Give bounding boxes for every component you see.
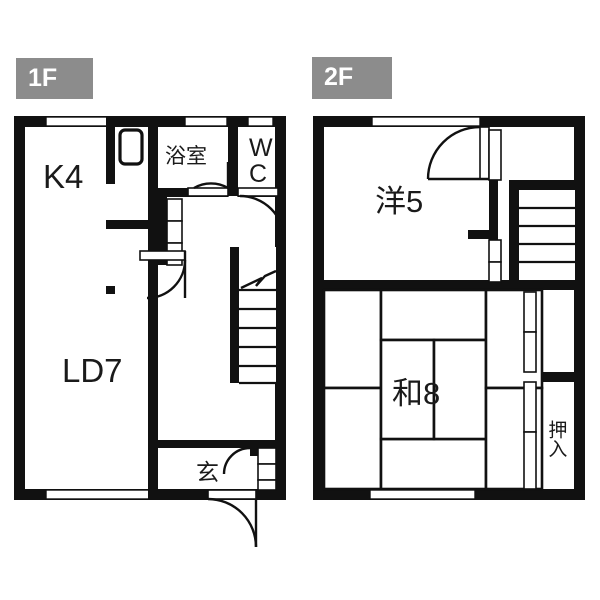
- room-label-yo5: 洋5: [375, 184, 424, 219]
- 2f-staircase: [519, 190, 575, 280]
- room-label-bath: 浴室: [165, 145, 207, 168]
- door-ld7[interactable]: [139, 250, 187, 300]
- 1f-sink-fixture: [118, 128, 144, 166]
- door-genkan-inner[interactable]: [222, 446, 251, 475]
- floor-badge-1f-text: 1F: [28, 64, 58, 92]
- floor-badge-2f-text: 2F: [324, 63, 354, 91]
- door-bath[interactable]: [187, 162, 230, 197]
- room-label-genkan: 玄: [196, 459, 219, 485]
- door-entrance[interactable]: [207, 489, 258, 548]
- floor-badge-1f: 1F: [16, 58, 93, 99]
- room-label-k4: K4: [43, 158, 84, 195]
- floor-badge-2f: 2F: [312, 57, 392, 99]
- 1f-staircase: [239, 247, 277, 385]
- 2f-closet-doors: [523, 291, 537, 490]
- 1f-shoe-cabinet: [257, 447, 277, 491]
- door-yo5[interactable]: [426, 125, 490, 181]
- 2f-sliding-doors-mid: [488, 239, 502, 283]
- room-label-oshiire: 押入: [545, 420, 567, 458]
- 2f-sliding-doors-upper: [488, 129, 502, 181]
- room-label-wa8: 和8: [392, 376, 441, 411]
- room-label-ld7: LD7: [62, 352, 123, 389]
- 1f-doors: [139, 162, 286, 548]
- 2f-doors: [426, 125, 490, 181]
- door-wc[interactable]: [237, 187, 286, 241]
- stairs-up-arrow: [240, 269, 277, 290]
